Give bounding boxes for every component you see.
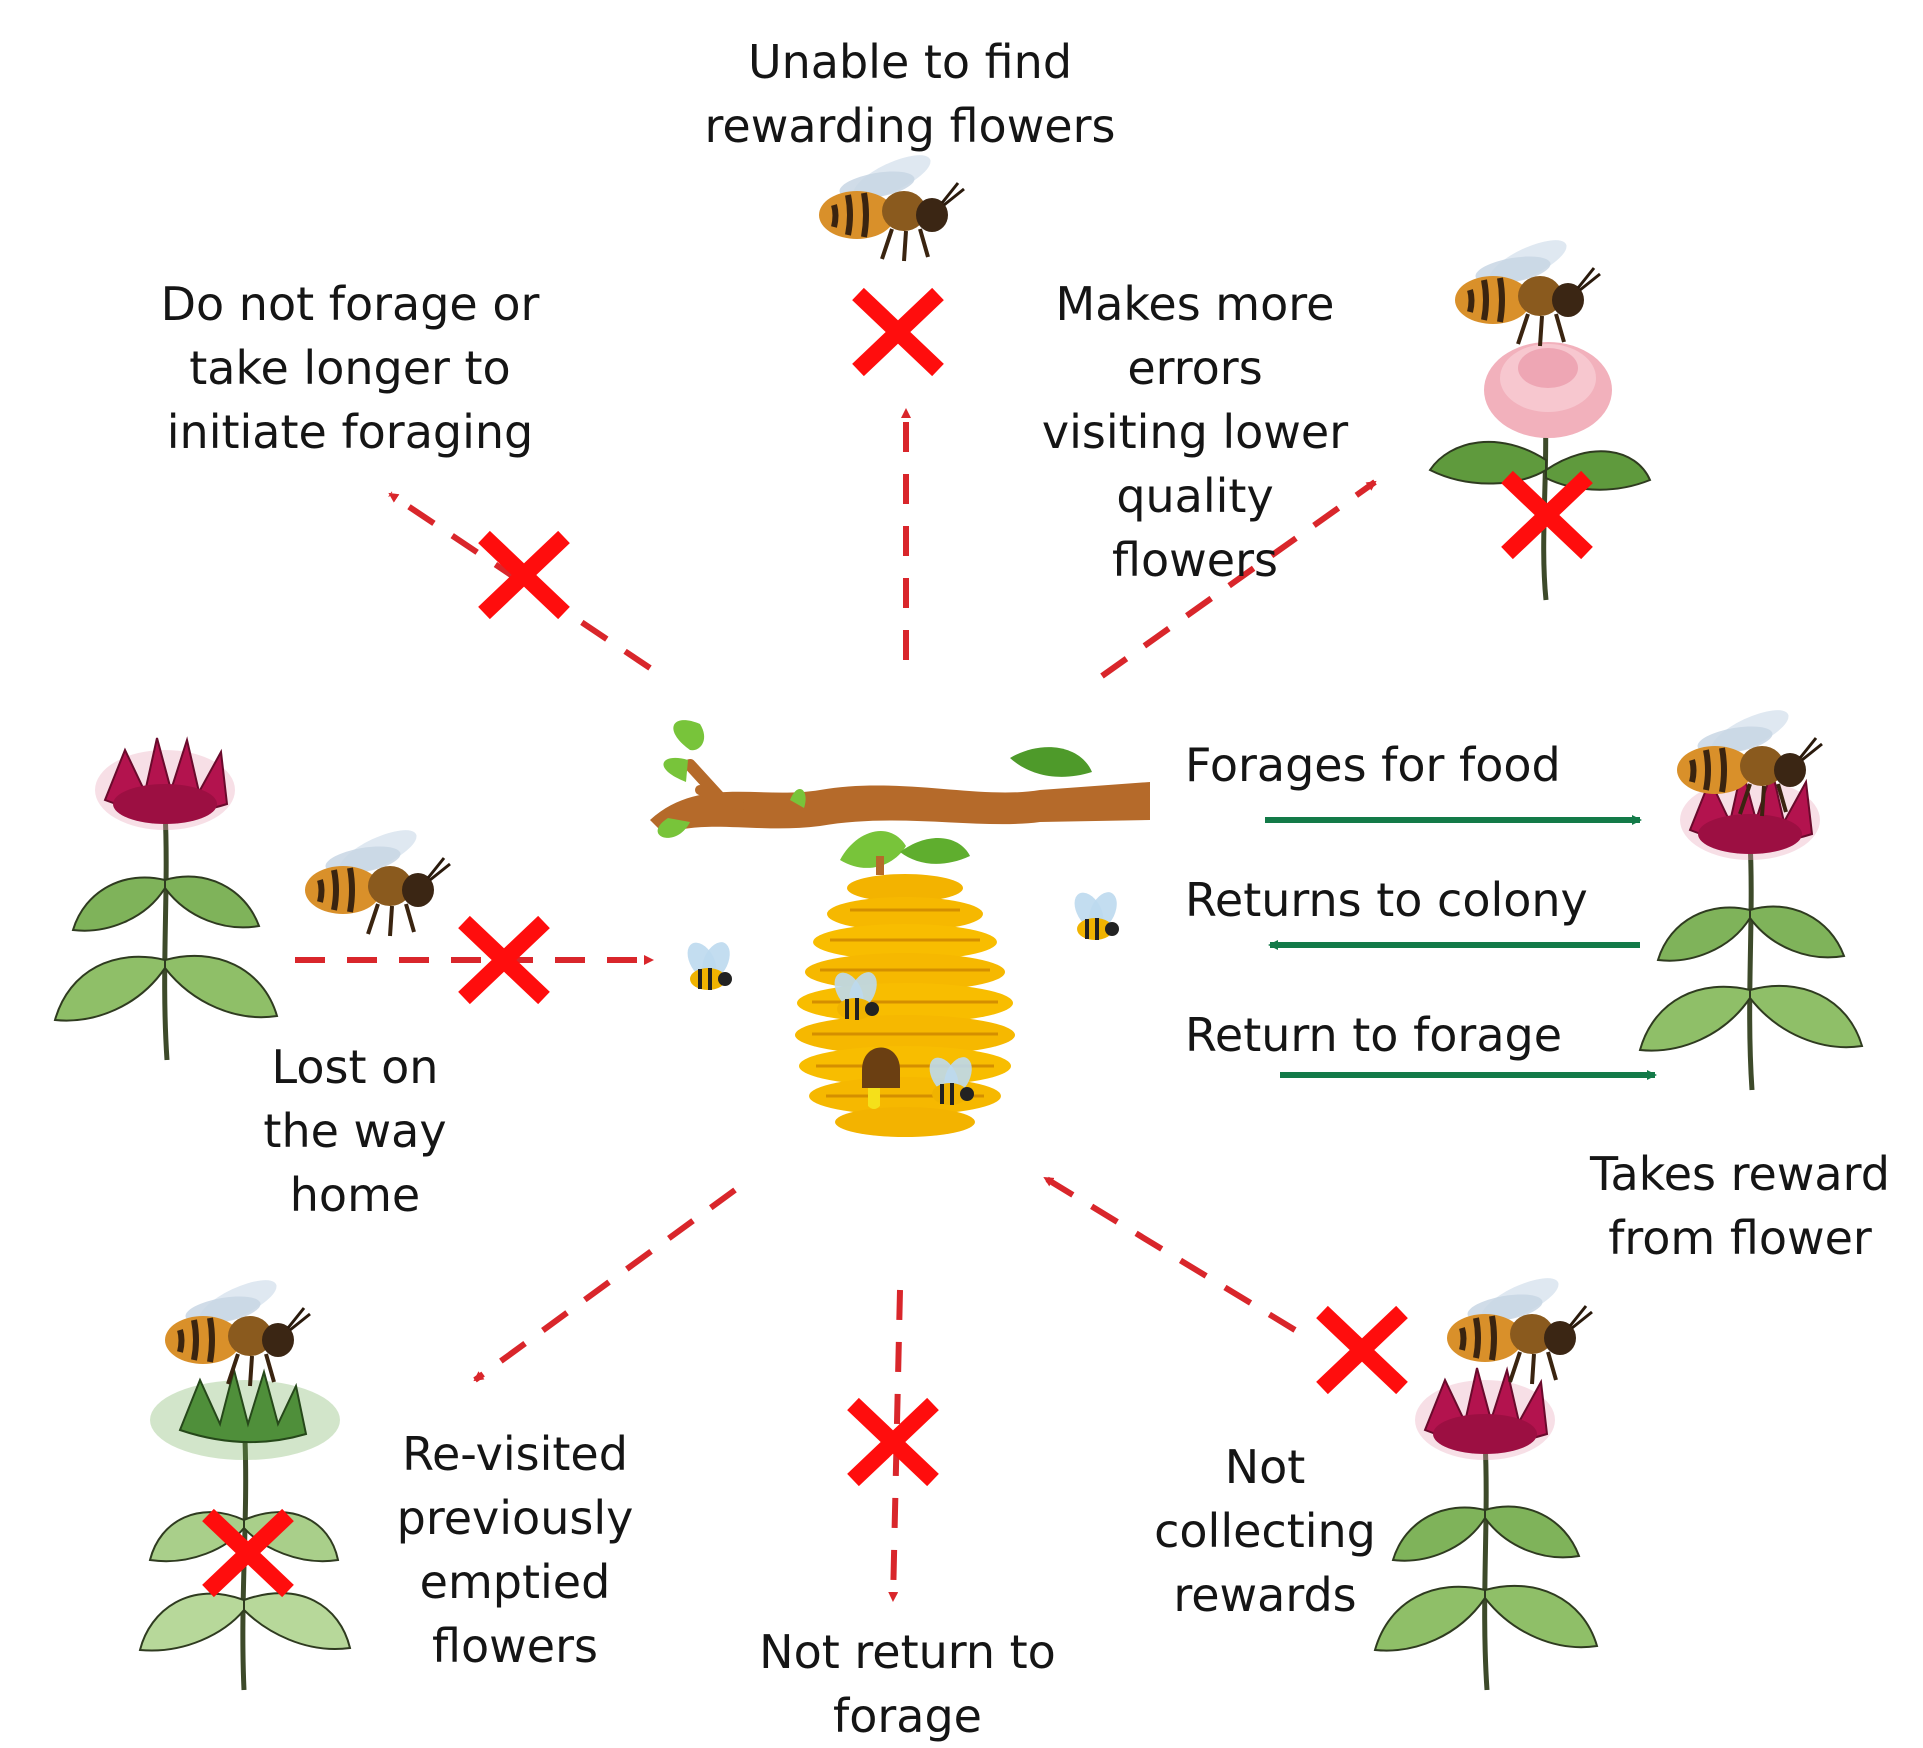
flower-icon-pink: [1430, 342, 1650, 600]
failure-arrow-not-collecting: [1045, 1178, 1295, 1330]
label-takes-reward: Takes reward from flower: [1590, 1142, 1890, 1270]
bee-icon: [165, 1272, 310, 1386]
bee-icon: [819, 147, 964, 261]
label-unable-to-find: Unable to find rewarding flowers: [690, 30, 1130, 158]
cross-icon: [1322, 1312, 1402, 1388]
bee-icon: [305, 822, 450, 936]
label-do-not-forage: Do not forage or take longer to initiate…: [160, 272, 540, 464]
label-forages-for-food: Forages for food: [1185, 733, 1561, 797]
label-revisited: Re-visited previously emptied flowers: [385, 1422, 645, 1678]
bee-icon: [682, 938, 736, 990]
label-returns-to-colony: Returns to colony: [1185, 868, 1588, 932]
cross-icon: [858, 294, 938, 370]
label-lost-on-way: Lost on the way home: [255, 1035, 455, 1227]
cross-icon: [484, 537, 564, 613]
flower-icon-green: [140, 1370, 350, 1690]
failure-arrow-down-left: [475, 1190, 735, 1380]
bee-icon: [1447, 1270, 1592, 1384]
label-not-collecting: Not collecting rewards: [1145, 1435, 1385, 1627]
beehive-icon: [650, 720, 1150, 1137]
flower-icon: [55, 738, 277, 1060]
bee-icon: [1455, 232, 1600, 346]
label-not-return: Not return to forage: [745, 1620, 1070, 1748]
flower-icon: [1375, 1368, 1597, 1690]
label-return-to-forage: Return to forage: [1185, 1003, 1562, 1067]
flower-icon: [1640, 768, 1862, 1090]
label-more-errors: Makes more errors visiting lower quality…: [1040, 272, 1350, 592]
bee-icon: [1069, 888, 1123, 940]
